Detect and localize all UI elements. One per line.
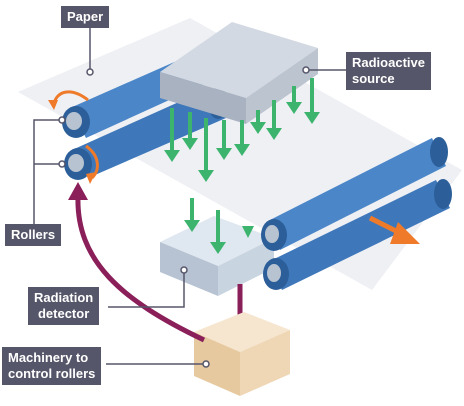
radiation-arrows-lower (184, 198, 254, 254)
machinery-label-line2: control rollers (8, 366, 96, 381)
radiation-arrows-upper (164, 78, 320, 182)
paper-label: Paper (61, 6, 110, 28)
radioactive-source-label-line1: Radioactive (352, 55, 425, 70)
radioactive-source-label: Radioactive source (346, 52, 431, 90)
paper-label-text: Paper (67, 9, 104, 24)
machinery-label-line1: Machinery to (8, 350, 89, 365)
leader-dots (58, 66, 310, 368)
radiation-detector-label-line2: detector (37, 306, 90, 321)
paper-direction-arrow (368, 215, 420, 244)
rollers-label: Rollers (5, 224, 62, 246)
leader-lines (33, 27, 346, 365)
radiation-detector-label: Radiation detector (28, 287, 100, 325)
rotation-arrow-top-head (48, 100, 58, 110)
machinery-label: Machinery to control rollers (2, 347, 102, 385)
machinery-box (194, 312, 290, 396)
rollers-label-text: Rollers (11, 227, 56, 242)
rotation-arrow-bottom-head (86, 172, 96, 184)
rotation-arrows (48, 90, 99, 184)
radioactive-source-label-line2: source (352, 71, 395, 86)
right-rollers (261, 137, 452, 290)
radioactive-source-box (160, 22, 318, 124)
feedback-arrow (68, 182, 206, 343)
radiation-detector-label-line1: Radiation (34, 290, 94, 305)
